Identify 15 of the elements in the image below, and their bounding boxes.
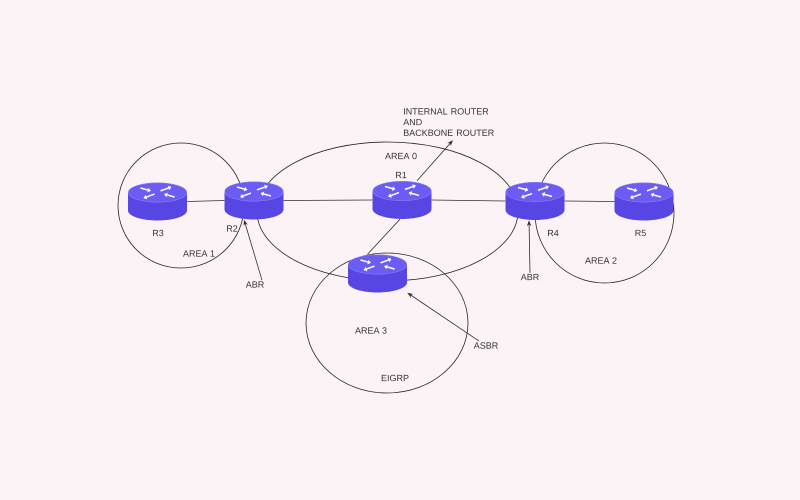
router-label: R1 bbox=[396, 172, 406, 178]
connection-line bbox=[283, 200, 373, 201]
router-label: R3 bbox=[153, 230, 164, 236]
connection-line bbox=[431, 200, 506, 202]
connection-line bbox=[367, 218, 400, 255]
annotation-text: ABR bbox=[520, 274, 539, 280]
annotation-text: ABR bbox=[246, 281, 264, 288]
router-label: R2 bbox=[227, 225, 238, 232]
router-label: R4 bbox=[548, 230, 558, 236]
router-label: R5 bbox=[635, 230, 646, 236]
annotation-text: INTERNAL ROUTER AND BACKBONE ROUTER bbox=[403, 108, 494, 136]
connection-line bbox=[186, 200, 225, 202]
annotation-text: ASBR bbox=[474, 342, 498, 349]
router-icon bbox=[348, 254, 407, 292]
connection-line bbox=[564, 200, 615, 202]
